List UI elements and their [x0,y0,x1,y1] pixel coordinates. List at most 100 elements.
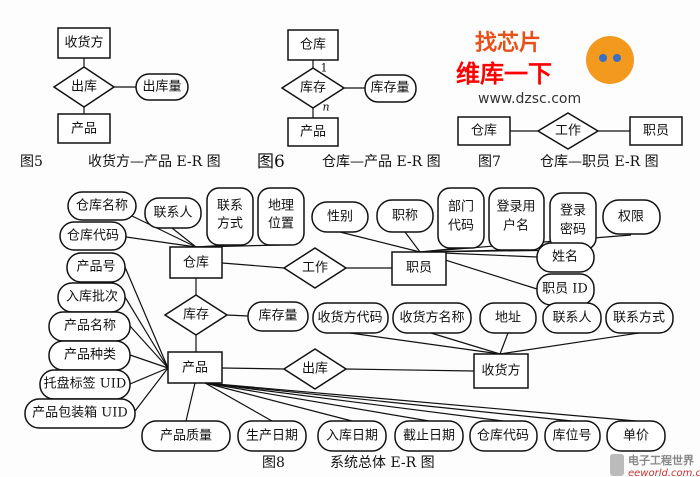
attribute-label: 职员 ID [542,282,588,297]
entity-warehouse [287,29,339,61]
attribute [549,192,597,251]
attribute-label: 截止日期 [403,429,455,444]
figure-5: 收货方 出库 出库量 产品 图5 收货方—产品 E-R 图 [20,27,221,170]
attribute-label: 地理 [268,199,294,214]
attribute [605,302,674,334]
attribute-outbound-qty [135,73,189,101]
attribute-label: 登录 [560,204,586,219]
figure-8-connectors [124,214,640,422]
entity-label: 仓库 [471,123,497,139]
attribute-label: 托盘标签 UID [44,376,127,392]
watermark-name: 电子工程世界 [628,453,694,467]
attribute-label: 单价 [623,429,649,444]
figure-8: 仓库 职员 产品 收货方 工作 库存 出库 仓库名称 仓库代码 联系人 联系 方… [24,187,674,471]
cardinality-label: 1 [321,62,328,75]
entity-staff [629,116,683,146]
attribute [66,252,126,283]
entity-warehouse [169,246,223,279]
attribute-label: 生产日期 [246,429,298,444]
attribute-stock-qty [364,74,417,103]
entity-warehouse [457,116,511,146]
relation-label: 库存 [183,307,209,323]
figure-label: 图6 [257,152,285,172]
attribute-label: 产品包装箱 UID [32,405,128,421]
attribute [488,187,545,251]
cardinality-label: n [322,101,329,114]
attribute [206,187,254,246]
attribute-label: 库存量 [258,308,297,324]
entity-receiver [473,353,529,389]
attribute [59,221,127,251]
attribute-label: 姓名 [552,249,578,265]
attribute-label: 密码 [560,222,586,238]
attribute-label: 联系 [217,199,243,214]
figure-label: 图7 [478,154,501,170]
attribute [602,199,661,235]
attribute-label: 产品名称 [64,318,116,334]
attribute [376,199,434,233]
relation-stock [163,294,229,336]
entity-product [287,117,339,147]
attribute [311,201,369,233]
attribute-label: 性别 [327,210,353,225]
attribute-label: 户名 [503,218,529,234]
attribute [141,420,231,452]
relation-outbound [282,348,348,390]
attribute [544,420,601,452]
figure-6: 仓库 1 库存 库存量 n 产品 图6 仓库—产品 E-R 图 [257,29,441,172]
attribute-label: 联系人 [552,311,591,326]
attribute-label: 仓库代码 [477,428,529,444]
attribute [237,420,307,452]
relation-label: 库存 [300,80,326,96]
attribute-label: 库存量 [370,80,409,96]
entity-label: 仓库 [300,37,326,53]
entity-staff [391,251,447,286]
entity-label: 产品 [300,125,326,140]
attribute-label: 入库批次 [66,289,118,305]
relation-label: 出库 [302,361,328,377]
attribute [144,197,202,229]
entity-label: 收货方 [481,363,520,379]
relation-work [282,247,348,289]
attribute-label: 联系人 [153,206,192,221]
attribute-label: 产品种类 [64,348,116,363]
attribute [312,302,389,334]
entity-receiver [57,27,111,59]
attribute [469,420,538,452]
attribute [394,420,464,452]
attribute-label: 仓库代码 [67,228,119,244]
dzsc-logo: 找芯片 维库一下 www.dzsc.com [456,31,634,107]
attribute-label: 地址 [495,311,521,326]
attribute-label: 库位号 [552,428,591,444]
attribute [542,302,602,334]
figure-label: 图5 [20,154,43,170]
attribute-label: 收货方名称 [399,310,464,326]
figure-7: 仓库 工作 职员 图7 仓库—职员 E-R 图 [457,112,683,170]
logo-url: www.dzsc.com [478,91,581,107]
entity-product [167,351,223,384]
relation-outbound [52,66,116,108]
attribute-label: 入库日期 [326,428,378,444]
attribute-label: 产品号 [76,260,115,275]
attribute [606,420,666,452]
mascot-icon [586,36,634,84]
entity-label: 收货方 [64,35,103,51]
eeworld-logo-icon [610,454,624,476]
attribute [392,302,472,334]
attribute [479,302,537,334]
entity-label: 职员 [643,124,669,139]
relation-work [536,112,600,150]
attribute-label: 位置 [268,217,294,232]
attribute-label: 收货方代码 [317,310,382,326]
attribute-label: 部门 [448,200,474,215]
attribute [536,242,595,273]
figure-title: 仓库—产品 E-R 图 [322,154,441,170]
relation-stock [280,67,346,109]
relation-label: 工作 [302,261,328,276]
watermark-url: eeworld.com.cn [628,468,700,477]
attribute [257,187,305,246]
relation-label: 出库 [71,79,97,95]
attribute [317,420,387,452]
